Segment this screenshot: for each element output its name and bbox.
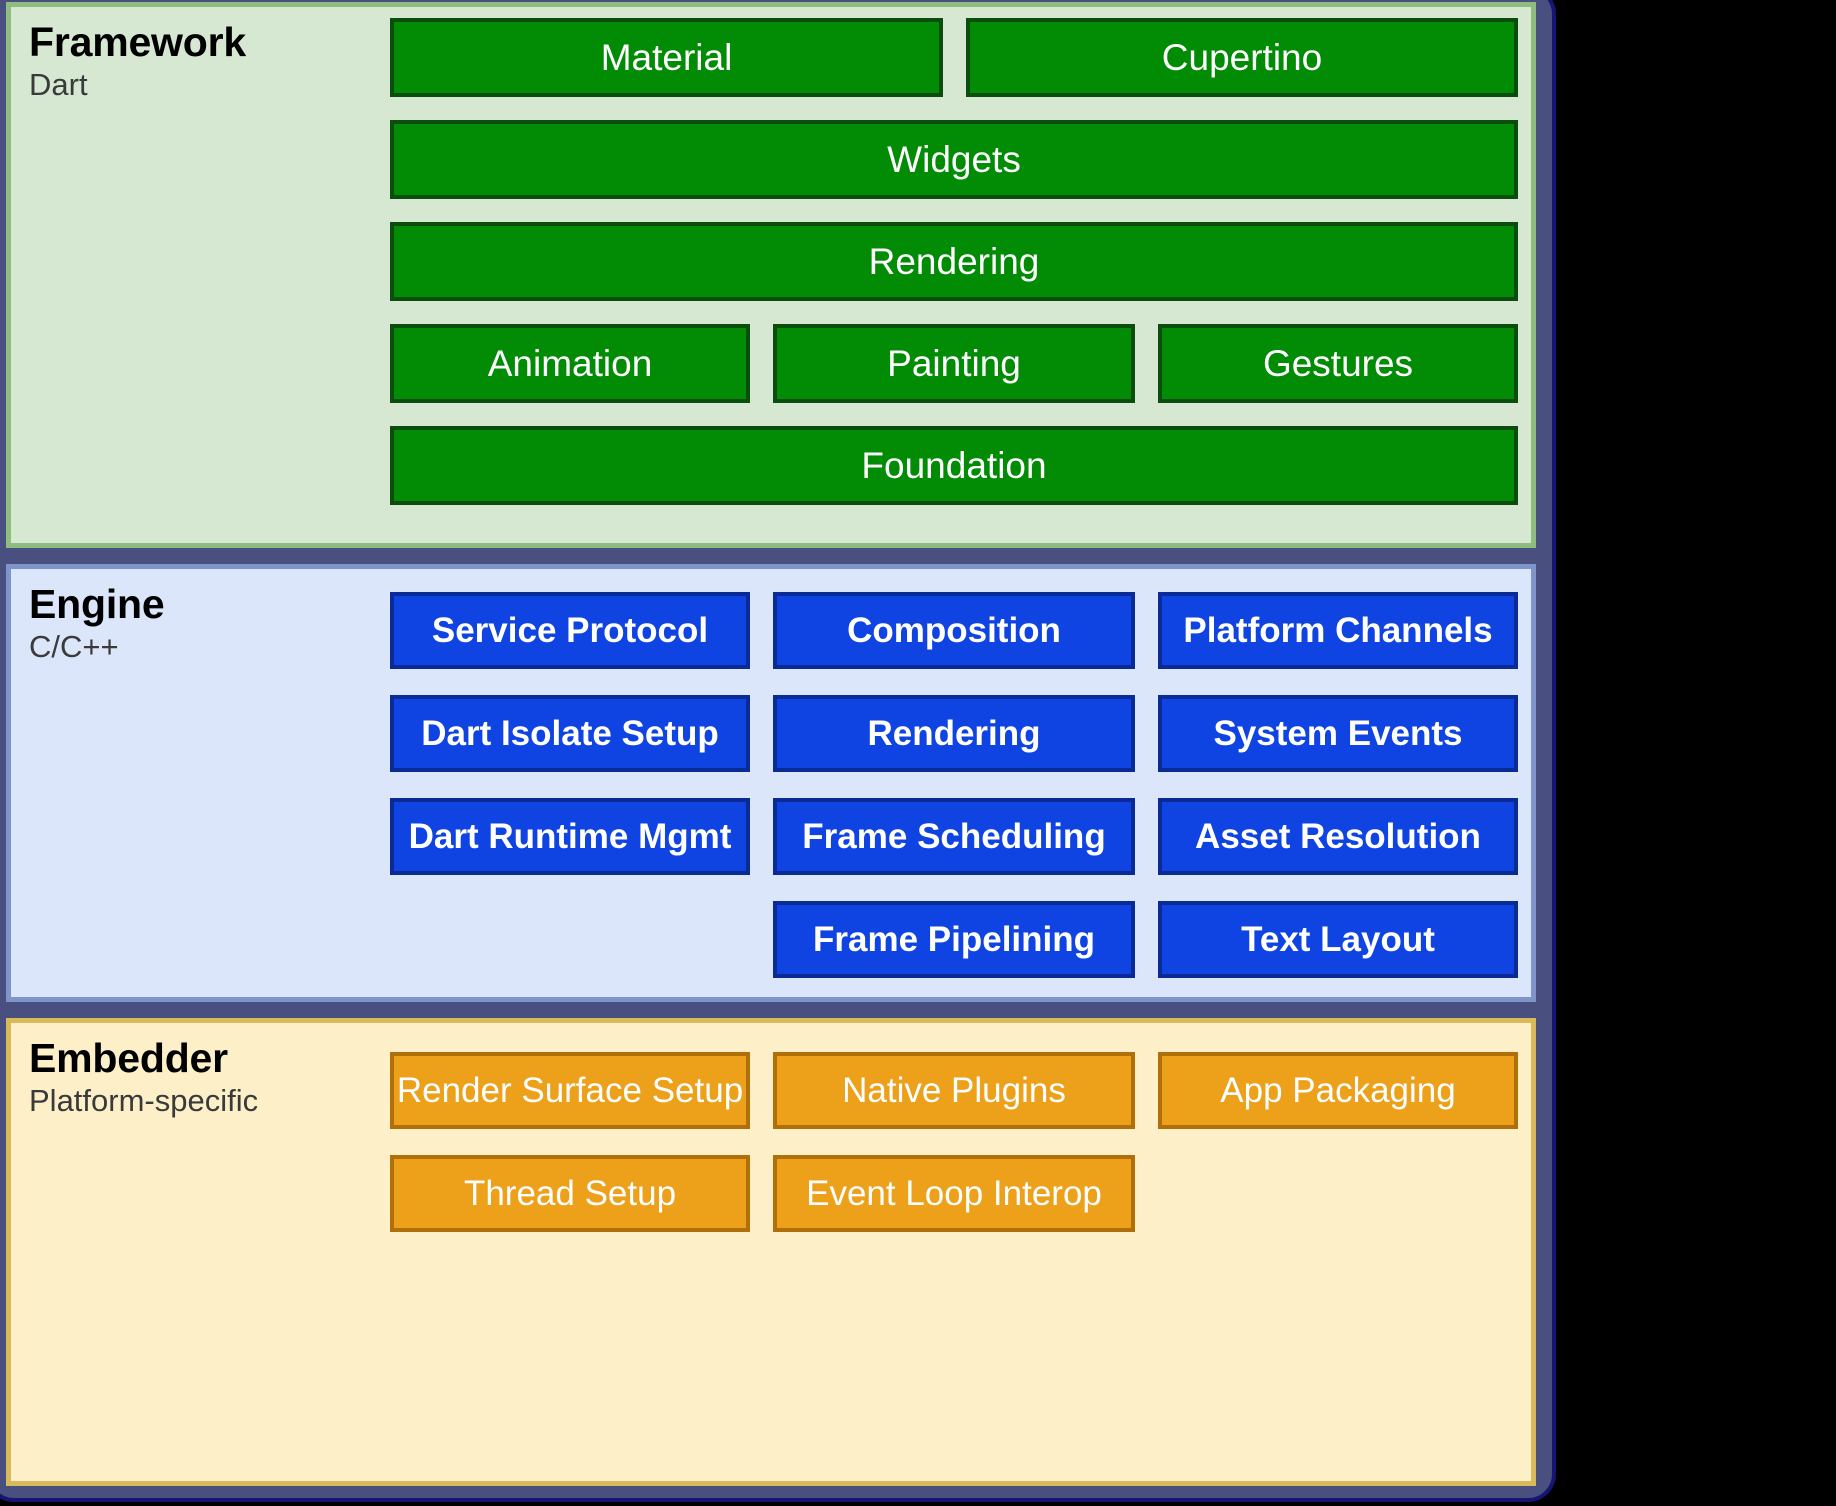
layer-title-framework: Framework <box>29 19 246 65</box>
column-gap <box>1135 798 1158 875</box>
layer-panel-embedder: Embedder Platform-specific Render Surfac… <box>6 1018 1536 1486</box>
box-row: Frame Pipelining Text Layout <box>390 901 1525 978</box>
box-dart-runtime-mgmt[interactable]: Dart Runtime Mgmt <box>390 798 750 875</box>
layer-panel-framework: Framework Dart Material Cupertino Widget… <box>6 2 1536 548</box>
layer-subtitle-engine: C/C++ <box>29 629 119 665</box>
box-row: Rendering <box>390 222 1525 301</box>
layer-subtitle-framework: Dart <box>29 67 88 103</box>
column-gap <box>1135 695 1158 772</box>
box-event-loop-interop[interactable]: Event Loop Interop <box>773 1155 1135 1232</box>
layer-label-embedder: Embedder Platform-specific <box>11 1023 390 1481</box>
box-row: Foundation <box>390 426 1525 505</box>
column-gap <box>750 592 773 669</box>
box-rendering-engine[interactable]: Rendering <box>773 695 1135 772</box>
box-asset-resolution[interactable]: Asset Resolution <box>1158 798 1518 875</box>
box-animation[interactable]: Animation <box>390 324 750 403</box>
box-cupertino[interactable]: Cupertino <box>966 18 1518 97</box>
column-gap <box>1135 324 1158 403</box>
box-render-surface-setup[interactable]: Render Surface Setup <box>390 1052 750 1129</box>
box-service-protocol[interactable]: Service Protocol <box>390 592 750 669</box>
layer-title-embedder: Embedder <box>29 1035 228 1081</box>
layer-title-engine: Engine <box>29 581 165 627</box>
box-row: Thread Setup Event Loop Interop <box>390 1155 1525 1232</box>
box-row: Material Cupertino <box>390 18 1525 97</box>
box-row: Animation Painting Gestures <box>390 324 1525 403</box>
column-gap <box>750 695 773 772</box>
box-row: Widgets <box>390 120 1525 199</box>
box-foundation[interactable]: Foundation <box>390 426 1518 505</box>
empty-cell <box>390 901 750 978</box>
box-composition[interactable]: Composition <box>773 592 1135 669</box>
box-app-packaging[interactable]: App Packaging <box>1158 1052 1518 1129</box>
layer-subtitle-embedder: Platform-specific <box>29 1083 259 1119</box>
column-gap <box>1135 901 1158 978</box>
box-row: Dart Isolate Setup Rendering System Even… <box>390 695 1525 772</box>
box-rendering-framework[interactable]: Rendering <box>390 222 1518 301</box>
box-native-plugins[interactable]: Native Plugins <box>773 1052 1135 1129</box>
column-gap <box>750 901 773 978</box>
box-painting[interactable]: Painting <box>773 324 1135 403</box>
box-row: Dart Runtime Mgmt Frame Scheduling Asset… <box>390 798 1525 875</box>
layer-label-engine: Engine C/C++ <box>11 569 390 997</box>
column-gap <box>750 1155 773 1232</box>
column-gap <box>750 324 773 403</box>
layer-body-embedder: Render Surface Setup Native Plugins App … <box>390 1023 1531 1481</box>
box-platform-channels[interactable]: Platform Channels <box>1158 592 1518 669</box>
column-gap <box>1135 592 1158 669</box>
box-row: Service Protocol Composition Platform Ch… <box>390 592 1525 669</box>
layer-body-engine: Service Protocol Composition Platform Ch… <box>390 569 1531 997</box>
box-row: Render Surface Setup Native Plugins App … <box>390 1052 1525 1129</box>
box-widgets[interactable]: Widgets <box>390 120 1518 199</box>
layer-panel-engine: Engine C/C++ Service Protocol Compositio… <box>6 564 1536 1002</box>
column-gap <box>750 798 773 875</box>
box-material[interactable]: Material <box>390 18 943 97</box>
box-thread-setup[interactable]: Thread Setup <box>390 1155 750 1232</box>
column-gap <box>750 1052 773 1129</box>
column-gap <box>1135 1052 1158 1129</box>
box-frame-pipelining[interactable]: Frame Pipelining <box>773 901 1135 978</box>
layer-body-framework: Material Cupertino Widgets Rendering Ani… <box>390 7 1531 543</box>
box-gestures[interactable]: Gestures <box>1158 324 1518 403</box>
box-text-layout[interactable]: Text Layout <box>1158 901 1518 978</box>
box-system-events[interactable]: System Events <box>1158 695 1518 772</box>
column-gap <box>943 18 966 97</box>
box-frame-scheduling[interactable]: Frame Scheduling <box>773 798 1135 875</box>
layer-label-framework: Framework Dart <box>11 7 390 543</box>
layer-stack: Framework Dart Material Cupertino Widget… <box>6 2 1536 1486</box>
box-dart-isolate-setup[interactable]: Dart Isolate Setup <box>390 695 750 772</box>
